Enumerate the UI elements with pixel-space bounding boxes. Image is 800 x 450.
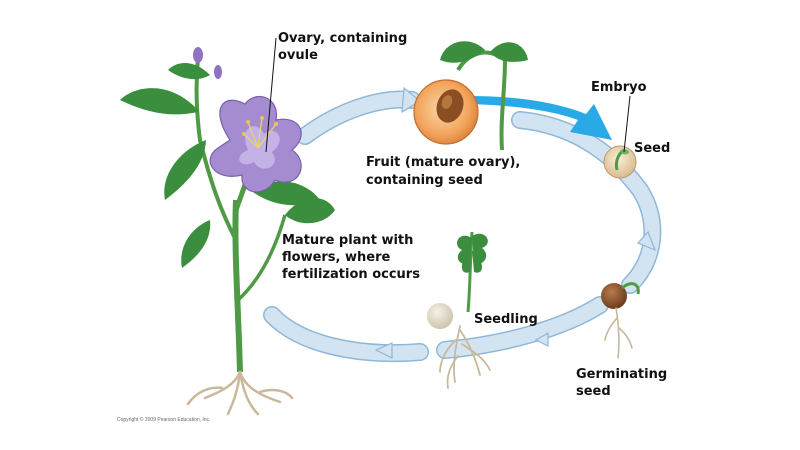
label-germinating-seed: Germinating seed [576, 367, 672, 399]
label-mature-plant: Mature plant with flowers, where fertili… [282, 233, 420, 282]
copyright-notice: Copyright © 2009 Pearson Education, Inc. [117, 416, 210, 423]
germinating-seed-icon [601, 282, 640, 359]
label-seedling: Seedling [474, 312, 538, 327]
cycle-arrows [263, 86, 662, 363]
ovary-pointer [265, 37, 277, 153]
zoom-arrow [468, 96, 612, 140]
label-fruit: Fruit (mature ovary), containing seed [366, 155, 525, 188]
embryo-pointer [623, 95, 631, 153]
seedling-icon [427, 231, 491, 389]
arrowhead-to-seedling [534, 331, 549, 347]
label-seed: Seed [634, 141, 670, 156]
label-embryo: Embryo [591, 80, 647, 95]
label-ovary: Ovary, containing ovule [278, 31, 412, 63]
seed-icon [603, 145, 637, 179]
arrowhead-to-fruit [401, 86, 422, 114]
fruit-icon [413, 41, 528, 151]
flower-icon [120, 47, 335, 416]
arrowhead-to-plant [374, 342, 393, 359]
arrowhead-to-germinating [636, 230, 657, 252]
